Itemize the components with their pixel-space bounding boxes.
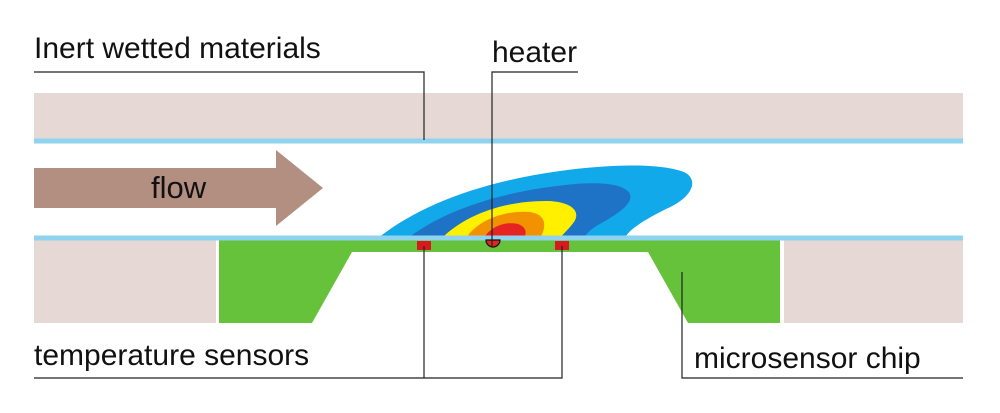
temperature-sensors-label: temperature sensors	[34, 339, 309, 372]
heater-element	[485, 239, 501, 248]
heat-plume-red	[484, 223, 526, 238]
microsensor-chip-label: microsensor chip	[694, 342, 921, 375]
heater-leader-line	[491, 71, 578, 246]
flow-label: flow	[151, 170, 207, 205]
temperature-sensor-right	[555, 241, 569, 250]
lower-right-wall	[784, 240, 963, 323]
inert-wetted-materials-label: Inert wetted materials	[34, 32, 321, 65]
lower-left-wall	[34, 240, 216, 323]
upper-channel-wall	[34, 93, 963, 140]
microsensor-chip	[219, 240, 780, 323]
inert-materials-leader-line	[34, 71, 425, 140]
microsensor-chip-leader-line	[681, 272, 963, 379]
temperature-sensor-left	[417, 241, 431, 250]
heater-label: heater	[492, 36, 577, 69]
flow-arrow	[34, 150, 323, 226]
temperature-sensors-leader-line	[34, 246, 563, 379]
